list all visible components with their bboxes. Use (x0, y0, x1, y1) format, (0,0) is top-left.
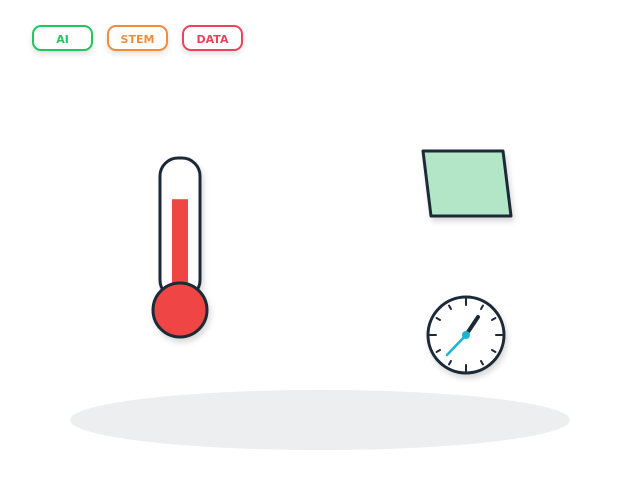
gauge-tick (490, 349, 497, 353)
gauge-icon (426, 295, 506, 375)
gauge-hub (462, 331, 470, 339)
gauge-tick (435, 349, 442, 353)
gauge-tick (448, 359, 452, 366)
gauge-tick (448, 304, 452, 311)
tag-ai[interactable]: AI (32, 25, 93, 51)
gauge-tick (480, 304, 484, 311)
tag-data[interactable]: DATA (182, 25, 243, 51)
thermometer-icon (151, 156, 209, 339)
gauge-tick (435, 317, 442, 321)
gauge-tick (480, 359, 484, 366)
parallelogram-icon (421, 149, 513, 218)
thermometer-bulb (151, 281, 209, 339)
parallelogram-shape (421, 149, 513, 218)
gauge-ticks (429, 298, 503, 372)
gauge-needle (445, 333, 468, 357)
ground-shadow (70, 390, 570, 450)
gauge-tick (490, 317, 497, 321)
tag-stem[interactable]: STEM (107, 25, 168, 51)
